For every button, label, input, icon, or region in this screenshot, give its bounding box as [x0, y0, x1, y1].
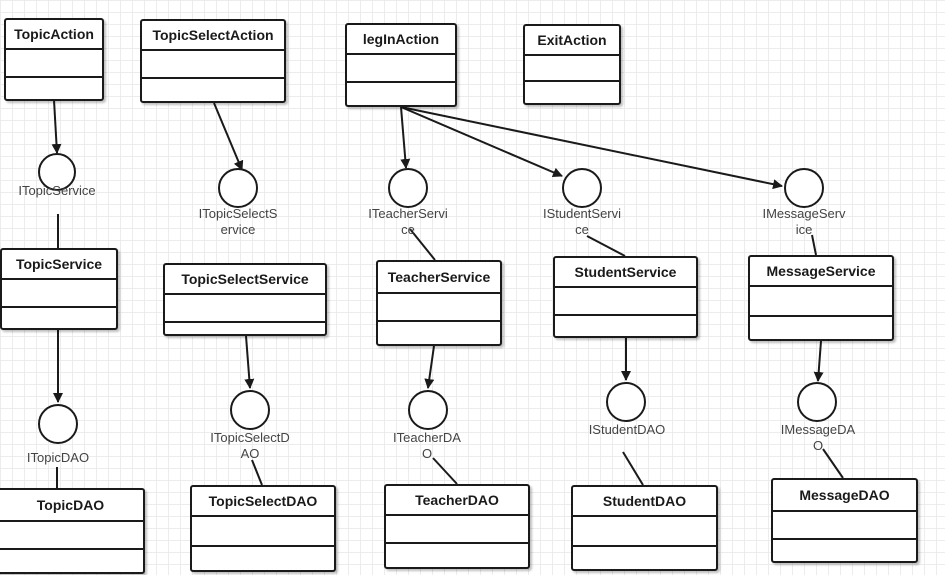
class-box-message-dao[interactable]: MessageDAO	[771, 478, 918, 563]
class-box-teacher-service[interactable]: TeacherService	[376, 260, 502, 346]
class-name: MessageDAO	[773, 480, 916, 512]
class-divider	[0, 548, 143, 550]
class-divider	[573, 545, 716, 547]
class-box-topic-select-action[interactable]: TopicSelectAction	[140, 19, 286, 103]
class-divider	[773, 538, 916, 540]
dependency-arrow	[244, 335, 255, 389]
class-box-topic-action[interactable]: TopicAction	[4, 18, 104, 101]
realization-link	[409, 228, 436, 261]
class-name: ExitAction	[525, 26, 619, 56]
dependency-arrow	[424, 345, 435, 389]
dependency-arrow	[400, 106, 411, 169]
interface-circle[interactable]	[230, 390, 270, 430]
class-name: TopicSelectAction	[142, 21, 284, 51]
interface-circle[interactable]	[218, 168, 258, 208]
interface-label: ITopicDAO	[26, 450, 90, 465]
class-name: StudentDAO	[573, 487, 716, 517]
class-divider	[142, 77, 284, 79]
dependency-arrow	[400, 106, 783, 190]
interface-label: ITopicSelectService	[198, 206, 278, 237]
class-box-topic-select-service[interactable]: TopicSelectService	[163, 263, 327, 336]
realization-link	[811, 234, 817, 256]
realization-link	[822, 448, 844, 479]
class-box-exit-action[interactable]: ExitAction	[523, 24, 621, 105]
realization-link	[432, 457, 458, 485]
dependency-arrow	[213, 102, 244, 171]
interface-circle[interactable]	[784, 168, 824, 208]
interface-label: ITeacherService	[368, 206, 448, 237]
class-name: TeacherDAO	[386, 486, 528, 516]
interface-label: IMessageService	[762, 206, 846, 237]
class-name: legInAction	[347, 25, 455, 55]
interface-label: ITopicSelectDAO	[210, 430, 290, 461]
class-divider	[2, 306, 116, 308]
class-name: TopicDAO	[0, 490, 143, 522]
class-box-message-service[interactable]: MessageService	[748, 255, 894, 341]
interface-label: IMessageDAO	[780, 422, 856, 453]
class-name: MessageService	[750, 257, 892, 287]
interface-label: ITeacherDAO	[393, 430, 461, 461]
class-divider	[525, 80, 619, 82]
class-divider	[386, 542, 528, 544]
interface-circle[interactable]	[408, 390, 448, 430]
class-name: TopicService	[2, 250, 116, 280]
class-divider	[165, 321, 325, 323]
dependency-arrow	[400, 106, 563, 178]
interface-circle[interactable]	[562, 168, 602, 208]
class-divider	[347, 81, 455, 83]
class-name: TopicAction	[6, 20, 102, 50]
class-box-topic-service[interactable]: TopicService	[0, 248, 118, 330]
interface-label: IStudentService	[542, 206, 622, 237]
interface-circle[interactable]	[38, 153, 76, 191]
interface-circle[interactable]	[38, 404, 78, 444]
realization-link	[586, 235, 626, 257]
class-box-student-dao[interactable]: StudentDAO	[571, 485, 718, 571]
dependency-arrow	[813, 340, 824, 382]
class-box-student-service[interactable]: StudentService	[553, 256, 698, 338]
class-box-topic-select-dao[interactable]: TopicSelectDAO	[190, 485, 336, 572]
realization-link	[622, 451, 644, 486]
class-divider	[555, 314, 696, 316]
interface-circle[interactable]	[388, 168, 428, 208]
interface-label: ITopicService	[18, 183, 96, 198]
class-divider	[192, 545, 334, 547]
class-divider	[750, 315, 892, 317]
class-box-legin-action[interactable]: legInAction	[345, 23, 457, 107]
class-divider	[378, 320, 500, 322]
class-name: TeacherService	[378, 262, 500, 294]
class-name: StudentService	[555, 258, 696, 288]
interface-circle[interactable]	[606, 382, 646, 422]
realization-link	[251, 459, 263, 486]
class-box-teacher-dao[interactable]: TeacherDAO	[384, 484, 530, 569]
dependency-arrow	[51, 99, 62, 154]
interface-label: IStudentDAO	[588, 422, 666, 437]
class-box-topic-dao[interactable]: TopicDAO	[0, 488, 145, 574]
interface-circle[interactable]	[797, 382, 837, 422]
class-divider	[6, 76, 102, 78]
class-name: TopicSelectService	[165, 265, 325, 295]
class-name: TopicSelectDAO	[192, 487, 334, 517]
